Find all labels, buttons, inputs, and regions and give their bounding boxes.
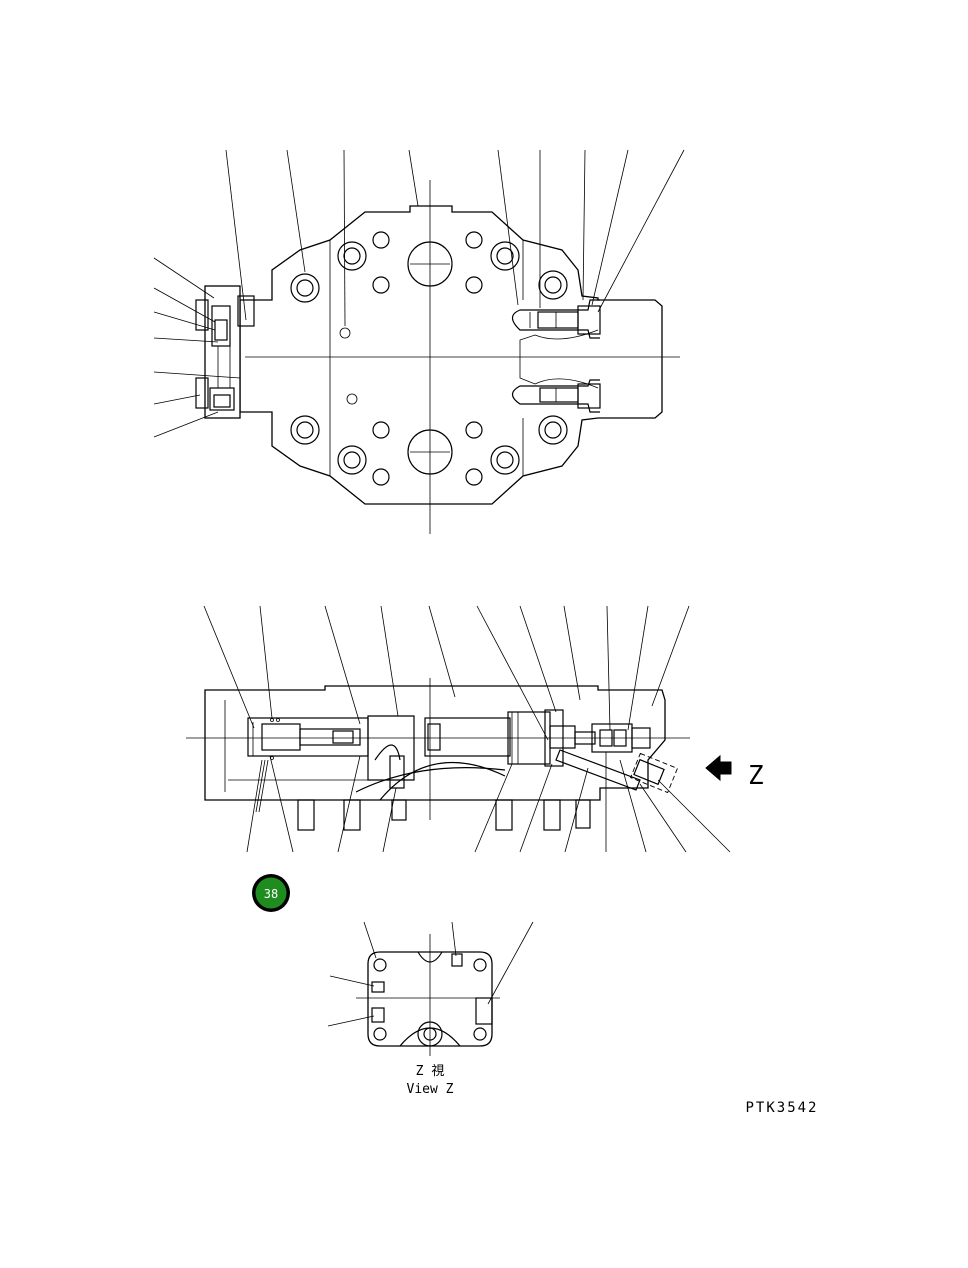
mounting-studs <box>297 799 591 831</box>
port-lower <box>407 429 453 475</box>
arrow-left-icon <box>705 754 732 782</box>
port-upper <box>407 241 453 287</box>
leader-lines-top <box>153 149 685 438</box>
circle-badge-icon <box>255 877 287 909</box>
top-view-assembly <box>153 149 685 534</box>
drawing-code: PTK3542 <box>745 1100 818 1116</box>
bolt-group-small <box>339 231 483 486</box>
left-valve-block <box>195 285 255 419</box>
leader-lines-side-bottom <box>246 752 731 853</box>
view-letter: Z <box>748 761 764 791</box>
view-z-label-jp: Z 視 <box>416 1064 445 1079</box>
view-direction-indicator: Z <box>705 754 764 791</box>
view-z-label-en: View Z <box>407 1082 454 1097</box>
leader-lines-side-top <box>203 605 690 741</box>
badge-number: 38 <box>264 887 278 901</box>
view-z-assembly: Z 視 View Z <box>327 921 534 1097</box>
item-badge[interactable]: 38 <box>252 874 290 912</box>
right-solenoid-lower <box>511 379 601 413</box>
bolt-group-large <box>290 241 568 475</box>
side-view-assembly <box>186 605 731 853</box>
side-body-outline <box>204 685 666 801</box>
leader-lines-view-z <box>327 921 534 1027</box>
right-solenoid-upper <box>511 299 601 339</box>
solenoid-cylinder <box>424 717 511 757</box>
